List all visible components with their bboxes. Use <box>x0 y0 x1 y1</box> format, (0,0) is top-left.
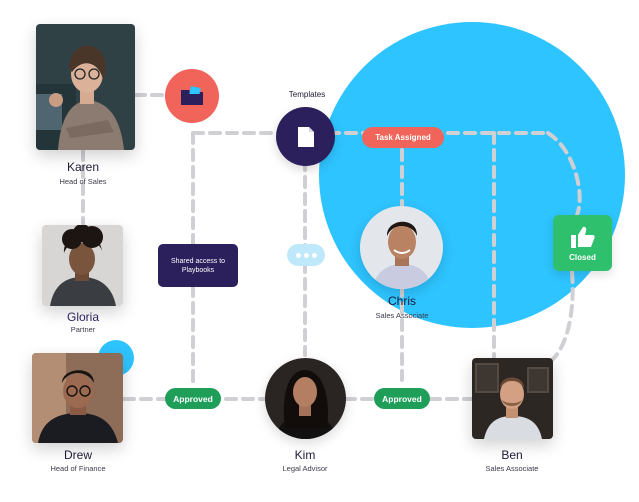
kim-name: Kim <box>294 448 316 462</box>
typing-indicator <box>287 244 325 266</box>
kim-role: Legal Advisor <box>282 464 328 473</box>
ellipsis-icon <box>295 252 317 258</box>
approved-badge-right: Approved <box>374 388 430 409</box>
drew-role: Head of Finance <box>50 464 106 473</box>
karen-name: Karen <box>66 160 100 174</box>
karen-photo <box>36 24 135 150</box>
ben-role: Sales Associate <box>485 464 539 473</box>
chris-avatar <box>360 206 443 289</box>
chris-role: Sales Associate <box>375 311 429 320</box>
task-assigned-badge: Task Assigned <box>362 127 444 148</box>
thumbs-up-icon <box>570 226 595 248</box>
gloria-role: Partner <box>70 325 96 334</box>
document-icon <box>297 126 314 147</box>
shared-access-label: Shared access to Playbooks <box>170 257 226 274</box>
ben-name: Ben <box>501 448 523 462</box>
drew-photo <box>32 353 123 443</box>
folder-icon <box>181 86 203 105</box>
approved-badge-left: Approved <box>165 388 221 409</box>
gloria-photo <box>42 225 123 306</box>
ben-photo <box>472 358 553 439</box>
chris-name: Chris <box>387 294 416 308</box>
karen-role: Head of Sales <box>59 177 107 186</box>
templates-label: Templates <box>288 90 326 99</box>
gloria-name: Gloria <box>66 310 99 324</box>
closed-card: Closed <box>553 215 612 271</box>
drew-name: Drew <box>63 448 92 462</box>
closed-label: Closed <box>569 252 596 262</box>
templates-node <box>276 107 335 166</box>
folder-node <box>165 69 219 123</box>
shared-access-box: Shared access to Playbooks <box>158 244 238 287</box>
kim-avatar <box>265 358 346 439</box>
